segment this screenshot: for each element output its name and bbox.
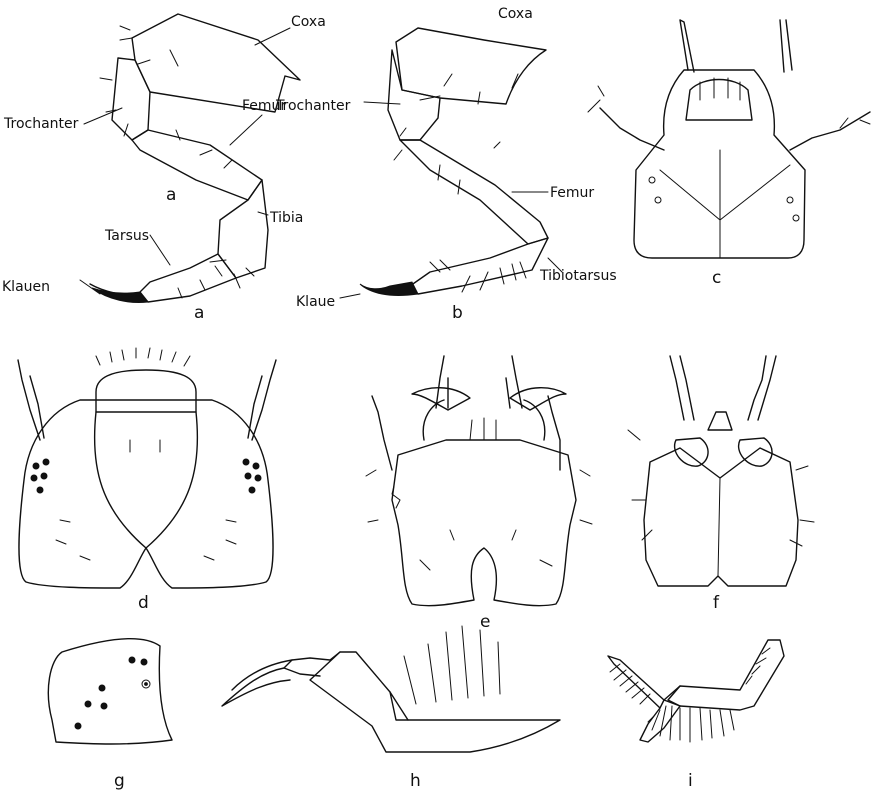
label-trochanter-a: Trochanter xyxy=(3,116,79,132)
panel-d-head-drawing xyxy=(18,348,276,588)
label-claws-a: Klauen xyxy=(2,279,50,295)
letter-a-mid: a xyxy=(166,185,176,205)
label-coxa-a: Coxa xyxy=(291,14,326,30)
label-claw-b: Klaue xyxy=(296,294,335,310)
label-coxa-b: Coxa xyxy=(498,6,533,22)
letter-c: c xyxy=(712,268,721,288)
panel-i-leg-drawing xyxy=(608,640,784,742)
panel-c-head-drawing xyxy=(588,20,870,258)
label-tarsus-a: Tarsus xyxy=(104,228,149,244)
panel-a-leg-drawing xyxy=(80,14,300,302)
letter-d: d xyxy=(138,593,149,613)
letter-i: i xyxy=(688,771,693,791)
label-trochanter-b: Trochanter xyxy=(275,98,351,114)
letter-e: e xyxy=(480,612,490,632)
letter-f: f xyxy=(713,593,720,613)
letter-a-bottom: a xyxy=(194,303,204,323)
panel-f-head-drawing xyxy=(628,356,814,586)
label-femur-b: Femur xyxy=(550,185,594,201)
panel-g-segment-drawing xyxy=(48,639,172,744)
letter-h: h xyxy=(410,771,421,791)
letter-g: g xyxy=(114,771,125,791)
panel-h-mouthpart-drawing xyxy=(222,626,560,752)
panel-e-head-drawing xyxy=(366,356,592,606)
letter-b: b xyxy=(452,303,463,323)
panel-b-leg-drawing xyxy=(340,28,562,298)
label-tibia-a: Tibia xyxy=(269,210,303,226)
label-tibiotarsus-b: Tibiotarsus xyxy=(539,268,617,284)
